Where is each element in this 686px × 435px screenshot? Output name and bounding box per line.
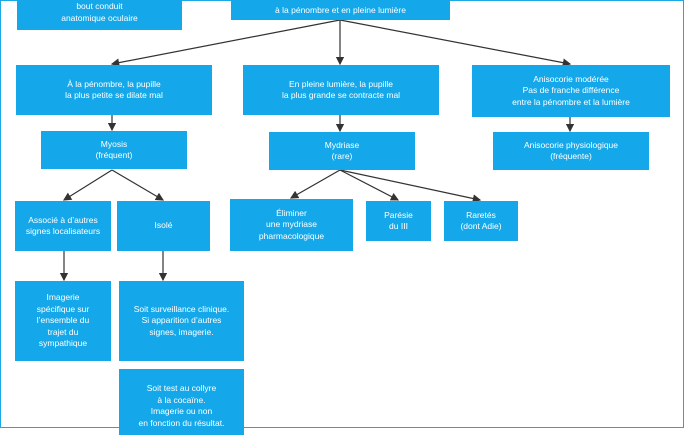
anisocorie-moderee-box: Anisocorie modérée Pas de franche différ… bbox=[472, 65, 670, 117]
top-left-box: bout conduit anatomique oculaire bbox=[17, 0, 182, 30]
penombre-box: À la pénombre, la pupille la plus petite… bbox=[16, 65, 212, 115]
isole-box: Isolé bbox=[117, 201, 210, 251]
surveillance-box: Soit surveillance clinique. Si apparitio… bbox=[119, 281, 244, 361]
collyre-box: Soit test au collyre à la cocaïne. Image… bbox=[119, 369, 244, 435]
imagerie-box: Imagerie spécifique sur l’ensemble du tr… bbox=[15, 281, 111, 361]
arrow-mydriase-to-eliminer bbox=[289, 169, 341, 199]
arrow-top-to-penombre bbox=[110, 19, 341, 67]
arrow-myosis-to-isole bbox=[111, 169, 165, 201]
arrow-mydriase-to-paresie bbox=[339, 169, 400, 201]
eliminer-box: Éliminer une mydriase pharmacologique bbox=[230, 199, 353, 251]
arrow-myosis-to-associe bbox=[62, 169, 113, 201]
paresie-box: Parésie du III bbox=[366, 201, 431, 241]
lumiere-box: En pleine lumière, la pupille la plus gr… bbox=[243, 65, 439, 115]
myosis-box: Myosis (fréquent) bbox=[41, 131, 187, 169]
arrow-mydriase-to-raretes bbox=[339, 169, 482, 203]
raretes-box: Raretés (dont Adie) bbox=[444, 201, 518, 241]
anisocorie-physio-box: Anisocorie physiologique (fréquente) bbox=[493, 132, 649, 170]
arrow-top-to-anisocorie bbox=[339, 19, 572, 67]
associe-box: Associé à d’autres signes localisateurs bbox=[15, 201, 111, 251]
top-center-box: à la pénombre et en pleine lumière bbox=[231, 0, 450, 20]
mydriase-box: Mydriase (rare) bbox=[269, 132, 415, 170]
